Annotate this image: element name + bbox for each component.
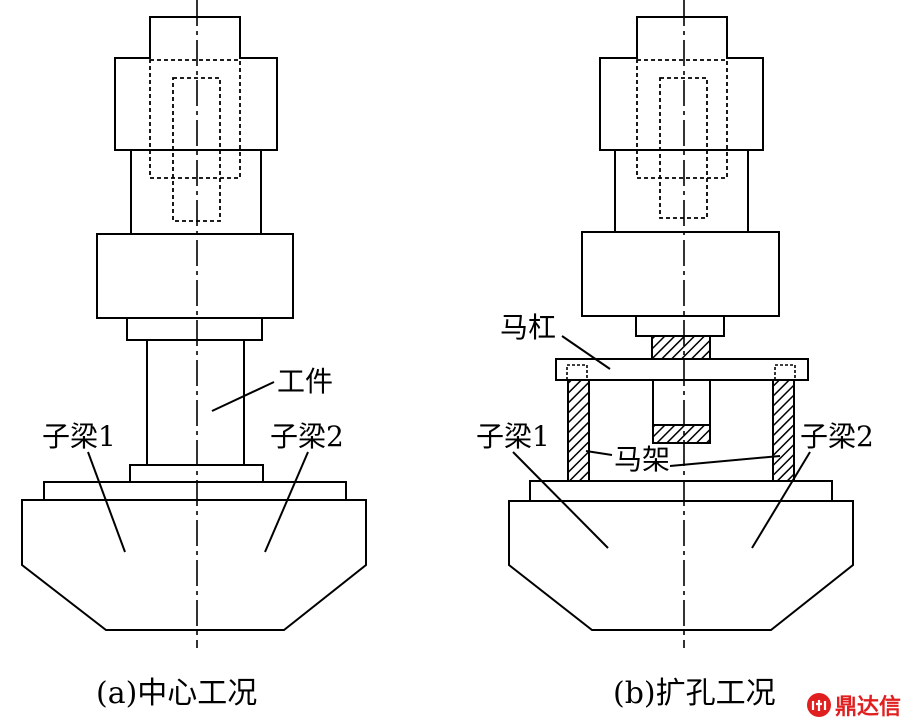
caption-b: (b)扩孔工况 [613,676,776,711]
die-block [581,231,780,317]
leader-workpiece [211,381,275,412]
label-sub-beam-1: 子梁1 [42,420,116,453]
sub-beam-body [21,499,367,631]
leader-sub-beam-1 [512,451,609,549]
punch-flange [635,315,725,337]
caption-a: (a)中心工况 [96,676,257,711]
bracket-left [567,379,590,482]
panel-b-labels: 马杠 马架 子梁1 子梁2 (b)扩孔工况 [476,311,874,711]
hidden-cavity [636,59,728,179]
punch-flange [126,317,263,341]
watermark: 鼎达信 [806,688,901,722]
label-workpiece: 工件 [277,365,333,398]
press-column [614,149,749,233]
watermark-logo-icon [807,693,831,717]
leader-crossbar [561,335,611,370]
press-head [114,16,278,151]
crossbar [555,358,809,381]
panel-b-reaming-condition [508,0,854,648]
die-block [96,233,294,319]
panel-a-center-condition [21,0,367,648]
hatched-cup-bottom [652,424,711,444]
bracket-right [772,379,795,482]
beam-top-plate [43,481,347,501]
hatched-punch [651,335,711,360]
hidden-cavity [149,59,241,179]
leader-sub-beam-1 [87,451,126,553]
leader-bracket-right [669,455,781,467]
label-crossbar: 马杠 [500,311,556,344]
label-sub-beam-1: 子梁1 [476,420,550,453]
panel-a-labels: 工件 子梁1 子梁2 (a)中心工况 [42,365,344,711]
press-head [599,16,764,151]
label-sub-beam-2: 子梁2 [800,420,874,453]
sub-beam-body [508,500,854,631]
leader-sub-beam-2 [751,451,811,549]
label-sub-beam-2: 子梁2 [270,420,344,453]
leader-bracket-left [585,450,613,456]
label-bracket: 马架 [614,443,670,476]
leader-sub-beam-2 [264,451,309,553]
watermark-text: 鼎达信 [835,695,902,720]
